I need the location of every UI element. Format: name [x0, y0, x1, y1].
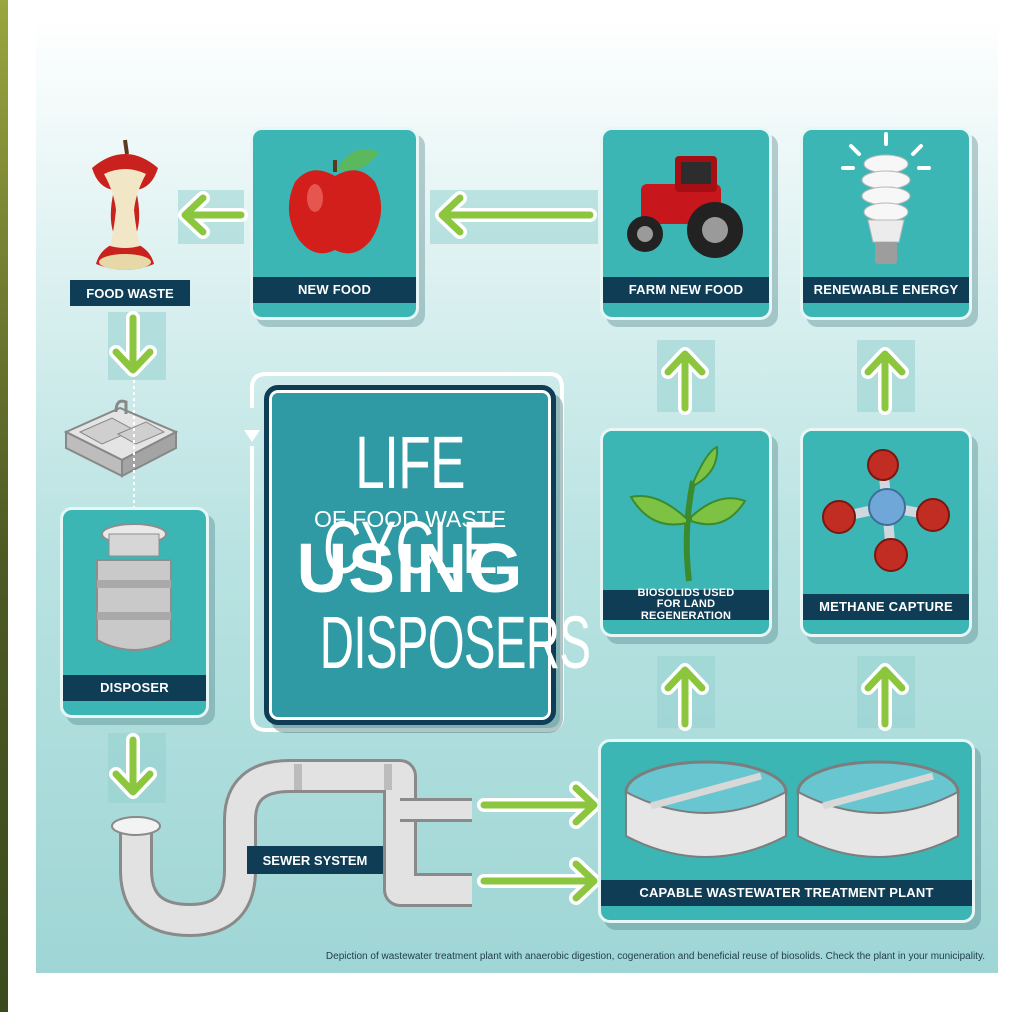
- arrow-down-icon: [109, 311, 157, 377]
- treatment-tank-icon: [624, 760, 788, 858]
- methane-capture-panel: METHANE CAPTURE: [800, 428, 972, 637]
- new-food-panel: NEW FOOD: [250, 127, 419, 320]
- food-waste-label: FOOD WASTE: [70, 280, 190, 306]
- disposer-panel: DISPOSER: [60, 507, 209, 718]
- arrow-right-icon: [477, 781, 601, 829]
- new-food-label: NEW FOOD: [253, 277, 416, 303]
- left-edge-strip: [0, 0, 8, 1012]
- title-line-2: OF FOOD WASTE: [313, 506, 507, 532]
- title-box: LIFE CYCLE OF FOOD WASTE USING DISPOSERS: [264, 385, 591, 725]
- apple-core-icon: [92, 139, 158, 270]
- sink-icon: [63, 399, 179, 478]
- title-line-3: USING: [296, 529, 524, 607]
- apple-icon: [288, 149, 382, 254]
- arrow-up-icon: [661, 347, 709, 415]
- arrow-up-icon: [861, 347, 909, 415]
- title-line-1: LIFE CYCLE: [322, 421, 498, 589]
- biosolids-label: BIOSOLIDS USED FOR LAND REGENERATION: [603, 587, 769, 622]
- renewable-energy-panel: RENEWABLE ENERGY: [800, 127, 972, 320]
- flow-dotted-line: [133, 380, 135, 508]
- molecule-icon: [822, 449, 950, 572]
- renewable-energy-label: RENEWABLE ENERGY: [803, 277, 969, 303]
- treatment-plant-label: CAPABLE WASTEWATER TREATMENT PLANT: [601, 880, 972, 906]
- cycle-frame-line: [244, 372, 564, 732]
- footer-caption: Depiction of wastewater treatment plant …: [325, 951, 985, 962]
- treatment-tank-icon: [796, 760, 960, 858]
- sewer-pipe-icon: [111, 759, 472, 937]
- arrow-up-icon: [661, 663, 709, 731]
- disposer-unit-icon: [96, 523, 172, 651]
- plant-sprout-icon: [629, 445, 747, 582]
- farm-new-food-label: FARM NEW FOOD: [603, 277, 769, 303]
- title-line-4: DISPOSERS: [319, 601, 591, 684]
- methane-capture-label: METHANE CAPTURE: [803, 594, 969, 620]
- arrow-left-icon: [178, 191, 248, 239]
- biosolids-panel: BIOSOLIDS USED FOR LAND REGENERATION: [600, 428, 772, 637]
- arrow-left-icon: [435, 191, 597, 239]
- light-bulb-icon: [841, 132, 931, 264]
- farm-new-food-panel: FARM NEW FOOD: [600, 127, 772, 320]
- arrow-right-icon: [477, 857, 601, 905]
- tractor-icon: [627, 156, 743, 258]
- sewer-system-label: SEWER SYSTEM: [247, 846, 383, 874]
- arrow-down-icon: [109, 733, 157, 799]
- arrow-up-icon: [861, 663, 909, 731]
- treatment-plant-panel: CAPABLE WASTEWATER TREATMENT PLANT: [598, 739, 975, 923]
- disposer-label: DISPOSER: [63, 675, 206, 701]
